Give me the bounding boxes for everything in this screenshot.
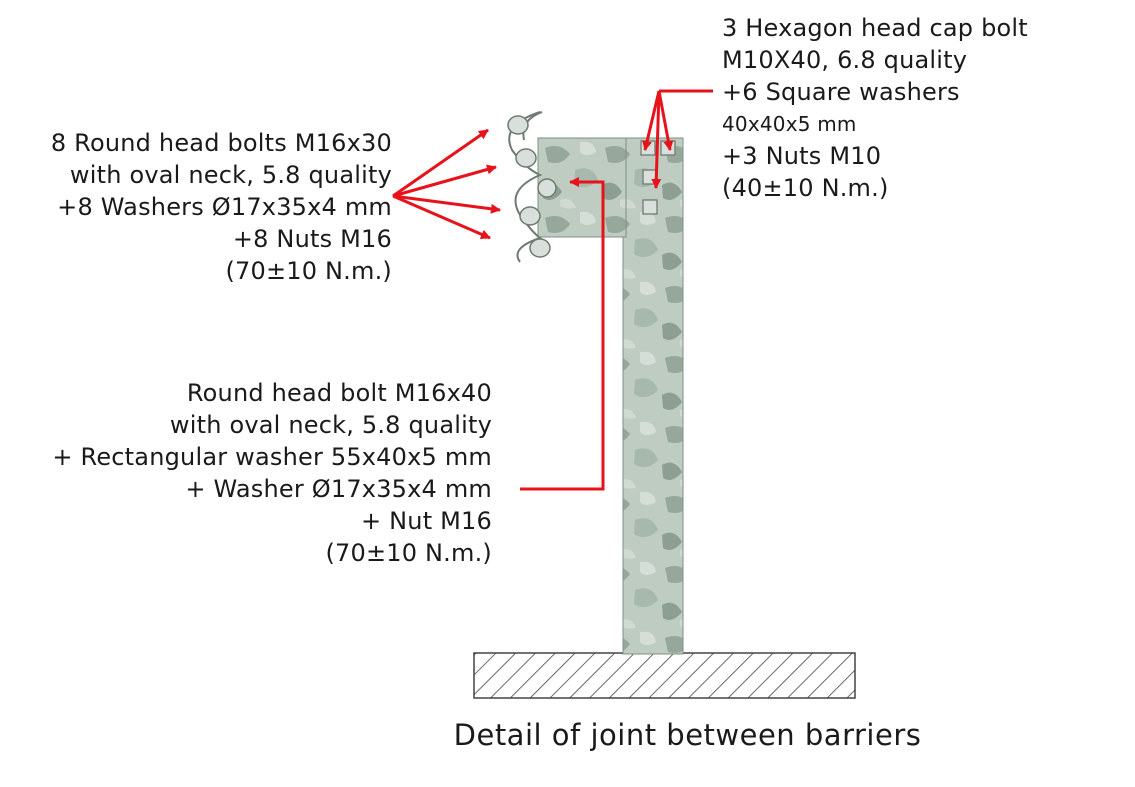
joint-bolt-line-6: (70±10 N.m.) <box>325 539 492 567</box>
hex-bolts-line-3: +6 Square washers <box>722 78 960 106</box>
round-bolts-callout: 8 Round head bolts M16x30 with oval neck… <box>51 127 392 287</box>
hex-bolts-line-2: M10X40, 6.8 quality <box>722 46 968 74</box>
joint-bolt-line-2: with oval neck, 5.8 quality <box>169 411 492 439</box>
round-bolts-line-2: with oval neck, 5.8 quality <box>69 161 392 189</box>
joint-bolt-line-3: + Rectangular washer 55x40x5 mm <box>52 443 492 471</box>
round-bolts-line-4: +8 Nuts M16 <box>232 225 392 253</box>
hex-bolts-line-4: 40x40x5 mm <box>722 112 857 136</box>
diagram-caption: Detail of joint between barriers <box>453 718 922 752</box>
joint-bolt-line-4: + Washer Ø17x35x4 mm <box>185 475 492 503</box>
ground-hatch <box>473 652 856 699</box>
arrows-hex-bolts <box>642 89 713 189</box>
joint-bolt-line-5: + Nut M16 <box>361 507 492 535</box>
hex-bolts-callout: 3 Hexagon head cap bolt M10X40, 6.8 qual… <box>722 12 1028 204</box>
arrow-joint-bolt <box>520 177 605 491</box>
hex-bolts-line-1: 3 Hexagon head cap bolt <box>722 14 1028 42</box>
round-bolts-line-5: (70±10 N.m.) <box>225 257 392 285</box>
joint-bolt-line-1: Round head bolt M16x40 <box>186 379 492 407</box>
joint-bolt-callout: Round head bolt M16x40 with oval neck, 5… <box>52 377 492 569</box>
hex-bolts-line-5: +3 Nuts M10 <box>722 142 882 170</box>
round-bolts-line-3: +8 Washers Ø17x35x4 mm <box>57 193 392 221</box>
hex-bolts-line-6: (40±10 N.m.) <box>722 174 889 202</box>
arrows-round-bolts <box>392 128 501 240</box>
bolt-heads <box>507 115 557 258</box>
steel-post <box>622 137 684 655</box>
round-bolts-line-1: 8 Round head bolts M16x30 <box>50 129 392 157</box>
